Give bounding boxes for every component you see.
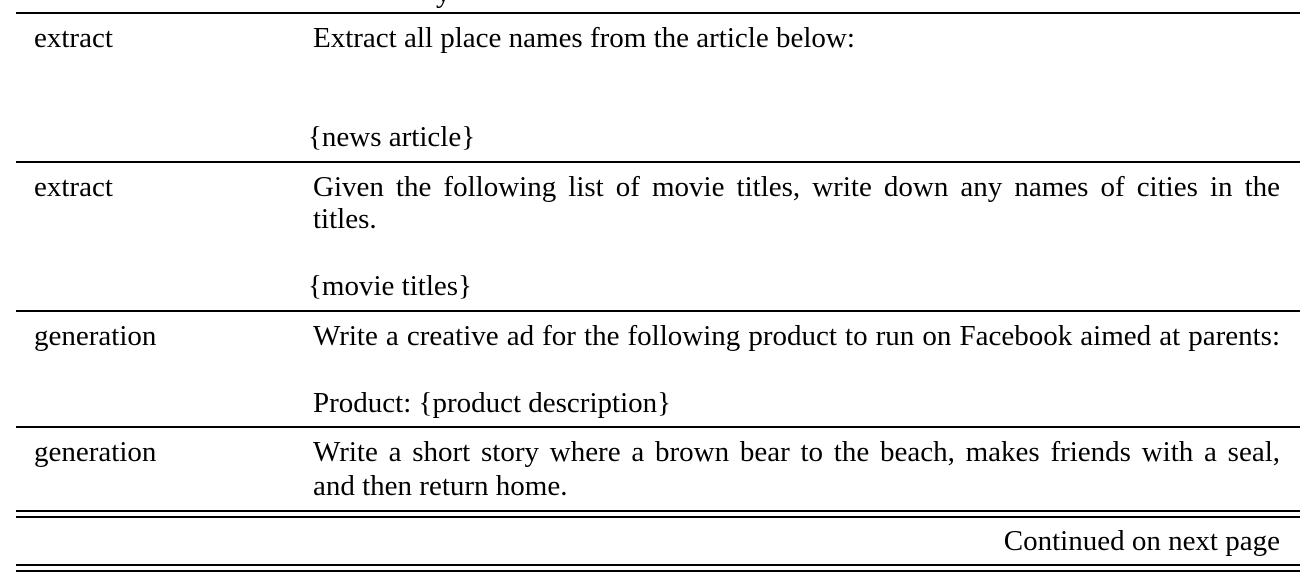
prompt-text-line: and then return home.	[313, 470, 568, 502]
row-category: generation	[34, 436, 157, 468]
clipped-header-fragment: y	[436, 0, 451, 8]
prompt-text-line: Extract all place names from the article…	[313, 22, 855, 54]
table-top-rule	[16, 12, 1300, 14]
table-double-rule-bottom	[16, 516, 1300, 518]
prompt-text-line: Product: {product description}	[313, 387, 672, 419]
prompt-text-line: Write a short story where a brown bear t…	[313, 436, 1280, 468]
table-end-rule-top	[16, 564, 1300, 566]
row-divider	[16, 161, 1300, 163]
prompt-text-line: Write a creative ad for the following pr…	[313, 320, 1280, 352]
continued-on-next-page: Continued on next page	[1003, 525, 1280, 557]
row-divider	[16, 310, 1300, 312]
row-divider	[16, 426, 1300, 428]
table-double-rule-top	[16, 510, 1300, 512]
prompt-placeholder-line: {news article}	[308, 121, 476, 153]
prompt-placeholder-line: {movie titles}	[308, 270, 472, 302]
table-end-rule-bottom	[16, 570, 1300, 572]
prompt-text-line: Given the following list of movie titles…	[313, 171, 1280, 203]
prompt-text-line: titles.	[313, 203, 377, 235]
row-category: generation	[34, 320, 157, 352]
row-category: extract	[34, 22, 113, 54]
row-category: extract	[34, 171, 113, 203]
